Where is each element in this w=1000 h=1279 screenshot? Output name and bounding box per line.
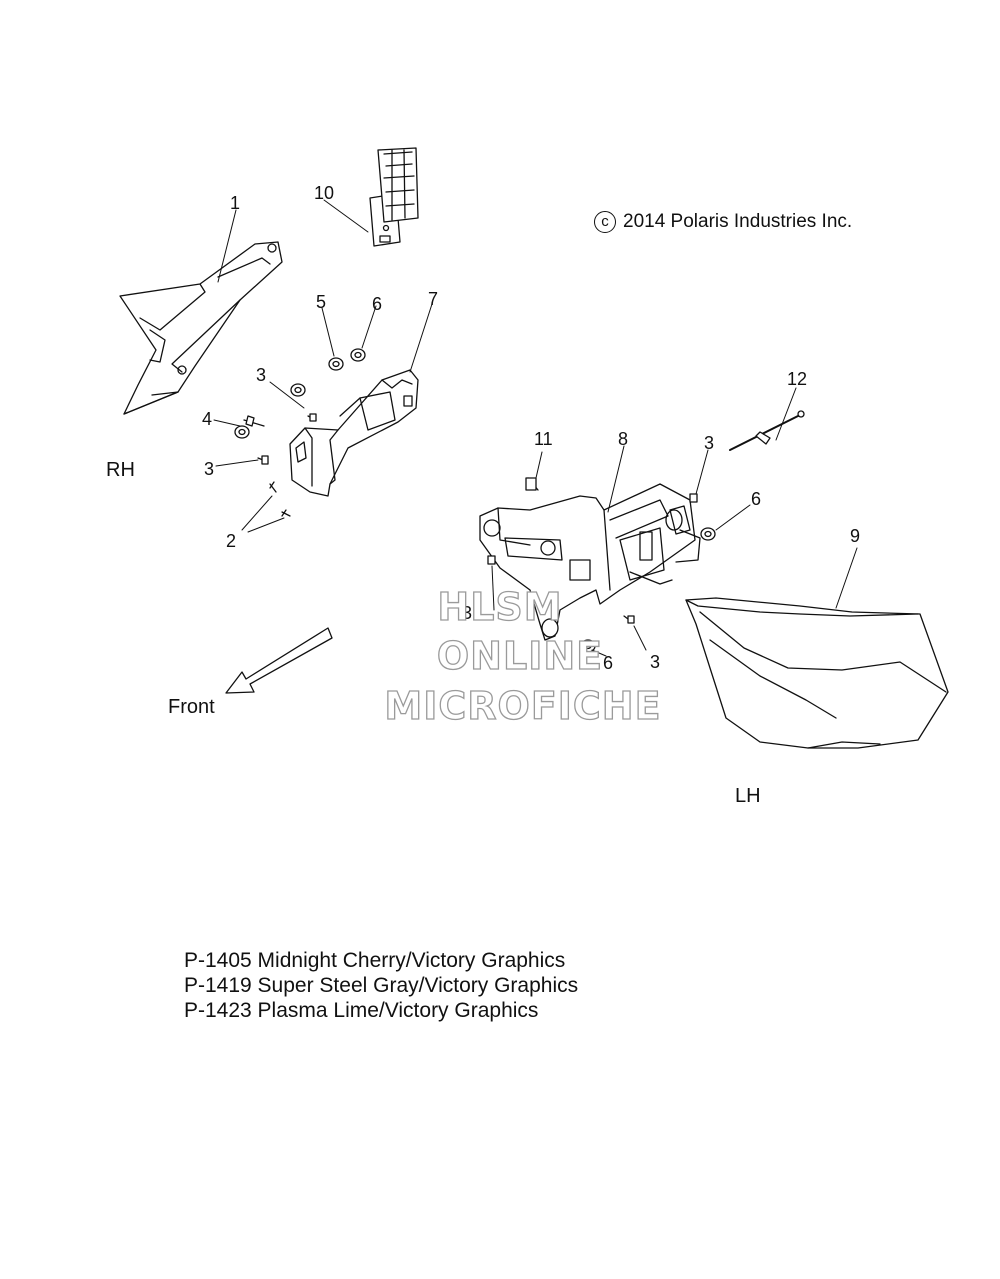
callout-3: 3	[650, 652, 661, 672]
grommets-lh	[580, 527, 716, 653]
watermark-line-2: ONLINE	[436, 633, 604, 678]
grommet-rh-lower	[234, 383, 306, 439]
part-1-rh-side-cover	[119, 241, 283, 415]
callout-3: 3	[462, 603, 473, 623]
callout-5: 5	[316, 292, 327, 312]
callout-4: 4	[202, 409, 213, 429]
callout-12: 12	[787, 369, 808, 389]
fasteners-lh	[487, 477, 698, 624]
callout-3: 3	[256, 365, 267, 385]
callout-8: 8	[618, 429, 629, 449]
fasteners-rh	[257, 413, 317, 517]
part-7-rh-bracket	[289, 369, 419, 497]
callout-10: 10	[314, 183, 335, 203]
callout-6: 6	[751, 489, 762, 509]
callout-3: 3	[704, 433, 715, 453]
callout-2: 2	[226, 531, 237, 551]
part-9-lh-side-cover	[685, 597, 949, 749]
copyright-notice: c 2014 Polaris Industries Inc.	[594, 211, 852, 233]
callout-6: 6	[603, 653, 614, 673]
callout-9: 9	[850, 526, 861, 546]
legend-item: P-1419 Super Steel Gray/Victory Graphics	[184, 974, 579, 997]
callout-3: 3	[204, 459, 215, 479]
part-12-cable-tie	[729, 410, 805, 451]
lh-label: LH	[735, 785, 761, 807]
part-5-grommet	[328, 357, 344, 371]
part-10-bracket	[369, 147, 419, 247]
callout-7: 7	[428, 289, 439, 309]
watermark-line-1: HLSM	[437, 584, 563, 629]
part-4-bolt	[243, 415, 265, 427]
callout-11: 11	[534, 429, 553, 449]
copyright-text: 2014 Polaris Industries Inc.	[623, 211, 853, 232]
callout-1: 1	[230, 193, 241, 213]
front-label: Front	[168, 696, 215, 718]
watermark-line-3: MICROFICHE	[384, 683, 662, 728]
callout-6: 6	[372, 294, 383, 314]
part-8-lh-bracket	[479, 483, 701, 641]
part-6-grommet-rh	[350, 348, 366, 362]
legend-item: P-1405 Midnight Cherry/Victory Graphics	[184, 949, 566, 972]
front-direction-arrow	[225, 627, 333, 694]
leader-lines	[213, 199, 858, 657]
rh-label: RH	[106, 459, 135, 481]
copyright-symbol-icon: c	[594, 211, 616, 233]
color-legend: P-1405 Midnight Cherry/Victory Graphics …	[184, 948, 578, 1023]
legend-item: P-1423 Plasma Lime/Victory Graphics	[184, 999, 539, 1022]
